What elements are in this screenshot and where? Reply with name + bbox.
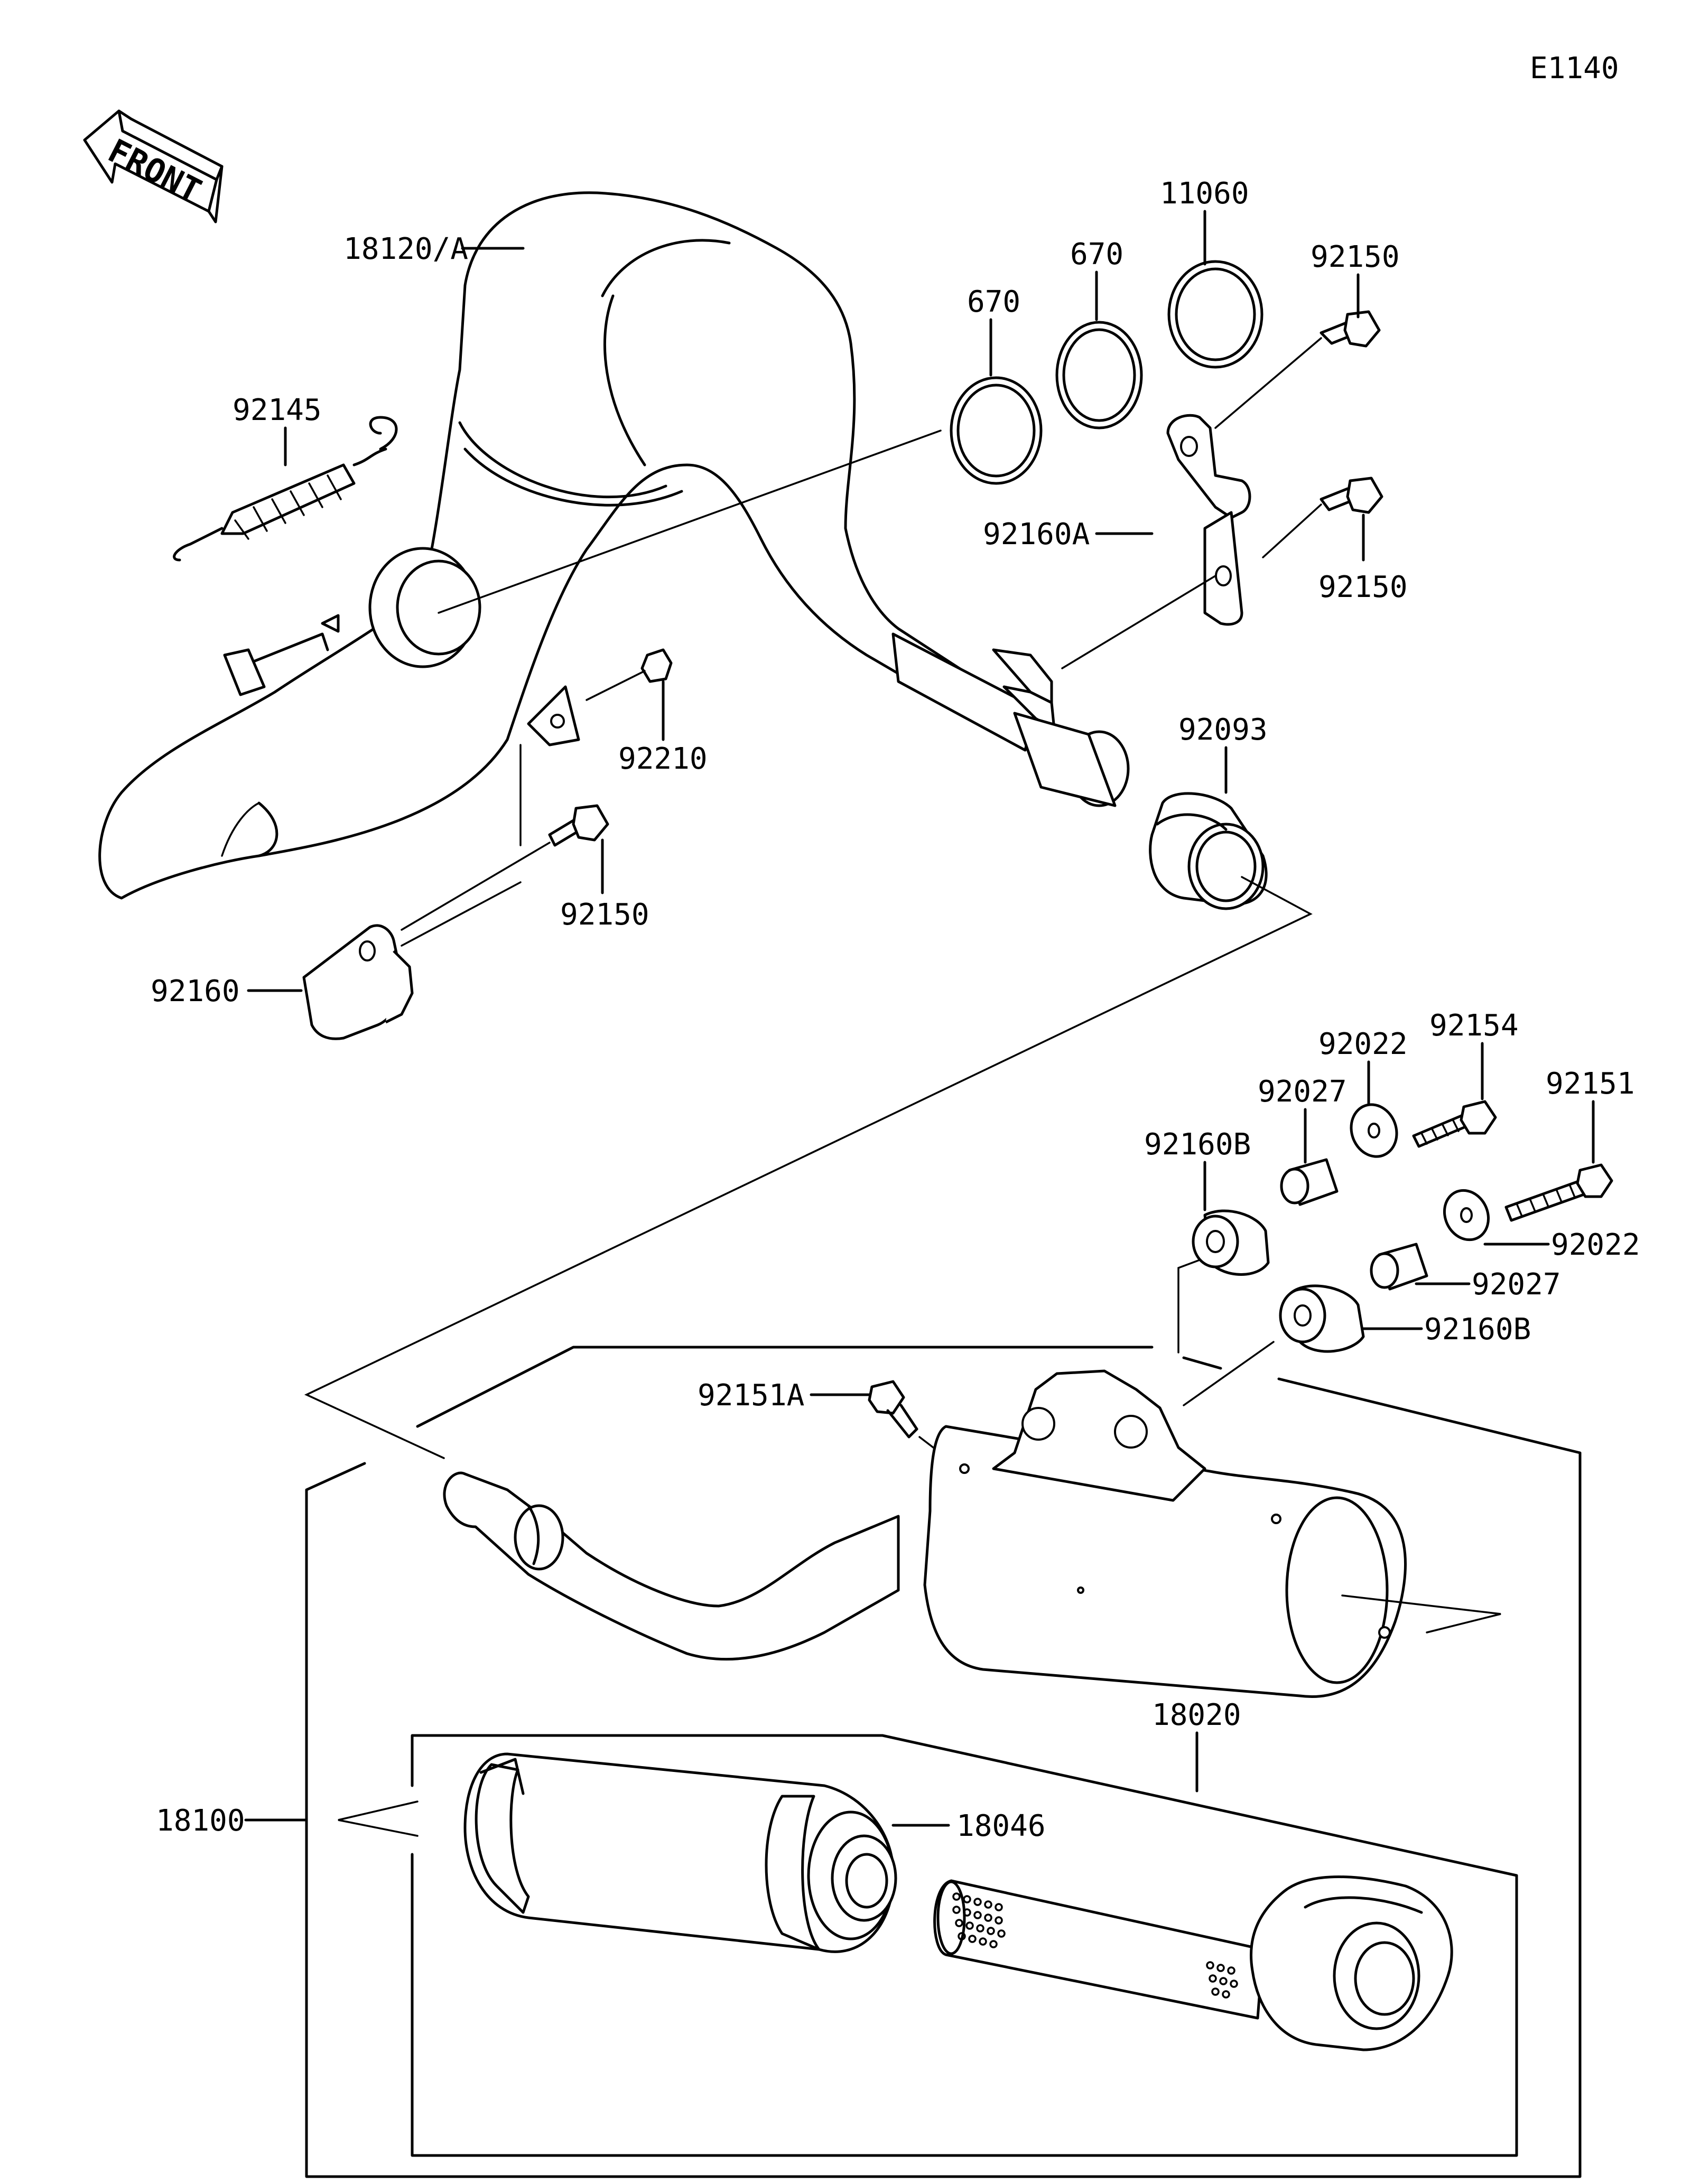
washer-92022-upper — [1350, 1103, 1398, 1158]
label-18020: 18020 — [1152, 1698, 1241, 1732]
bolt-92154 — [1412, 1100, 1497, 1148]
label-11060: 11060 — [1160, 176, 1249, 211]
label-92151: 92151 — [1546, 1067, 1635, 1101]
label-92151a: 92151A — [698, 1378, 804, 1413]
gasket-670-a — [950, 376, 1043, 485]
gasket-670-b — [1055, 321, 1143, 430]
bolt-92151 — [1504, 1163, 1613, 1222]
header-pipe — [98, 191, 1130, 900]
label-92027-upper: 92027 — [1258, 1075, 1347, 1109]
label-92150-right: 92150 — [1318, 570, 1408, 604]
label-18100: 18100 — [156, 1804, 245, 1838]
damper-92160b-upper — [1192, 1209, 1270, 1276]
joint-seal-92093 — [1149, 792, 1268, 910]
label-670-b: 670 — [1070, 237, 1123, 272]
damper-92160b-right — [1279, 1284, 1365, 1353]
label-92160b-upper: 92160B — [1144, 1127, 1251, 1162]
label-670-a: 670 — [967, 285, 1020, 319]
collar-92027-right — [1370, 1243, 1428, 1291]
perforated-core — [933, 1879, 1265, 2020]
bracket-92160a — [1166, 414, 1251, 626]
label-92022-right: 92022 — [1551, 1228, 1640, 1262]
end-cap — [1250, 1875, 1453, 2051]
label-92160: 92160 — [151, 974, 240, 1009]
label-92150-lower: 92150 — [560, 898, 649, 932]
label-92160a: 92160A — [983, 517, 1090, 552]
front-arrow-icon: FRONT — [83, 109, 224, 223]
label-92145: 92145 — [233, 393, 322, 427]
bracket-92160 — [302, 924, 414, 1040]
label-18046: 18046 — [956, 1809, 1046, 1843]
label-92160b-right: 92160B — [1424, 1312, 1531, 1347]
nut-92210 — [640, 648, 673, 683]
label-92210: 92210 — [618, 742, 708, 776]
label-18120-a: 18120/A — [343, 232, 468, 266]
bolt-92150-lower — [548, 804, 609, 847]
label-92150-top: 92150 — [1311, 240, 1400, 274]
label-92022-upper: 92022 — [1318, 1027, 1408, 1061]
gasket-11060 — [1167, 260, 1263, 369]
muffler-assembly-frame — [305, 1346, 1582, 2178]
washer-92022-right — [1443, 1189, 1490, 1242]
bolt-92150-top — [1320, 310, 1381, 348]
bolt-92151a — [868, 1380, 918, 1439]
silencer-frame — [411, 1734, 1518, 2157]
muffler-body — [443, 1369, 1407, 1698]
collar-92027-upper — [1280, 1158, 1339, 1206]
diagram-code: E1140 — [1530, 51, 1619, 86]
label-92093: 92093 — [1178, 713, 1268, 747]
label-92027-right: 92027 — [1472, 1267, 1561, 1302]
bolt-92150-right — [1320, 477, 1383, 514]
spring — [173, 416, 398, 562]
label-92154: 92154 — [1429, 1009, 1519, 1043]
silencer-shell-18046 — [463, 1752, 897, 1953]
